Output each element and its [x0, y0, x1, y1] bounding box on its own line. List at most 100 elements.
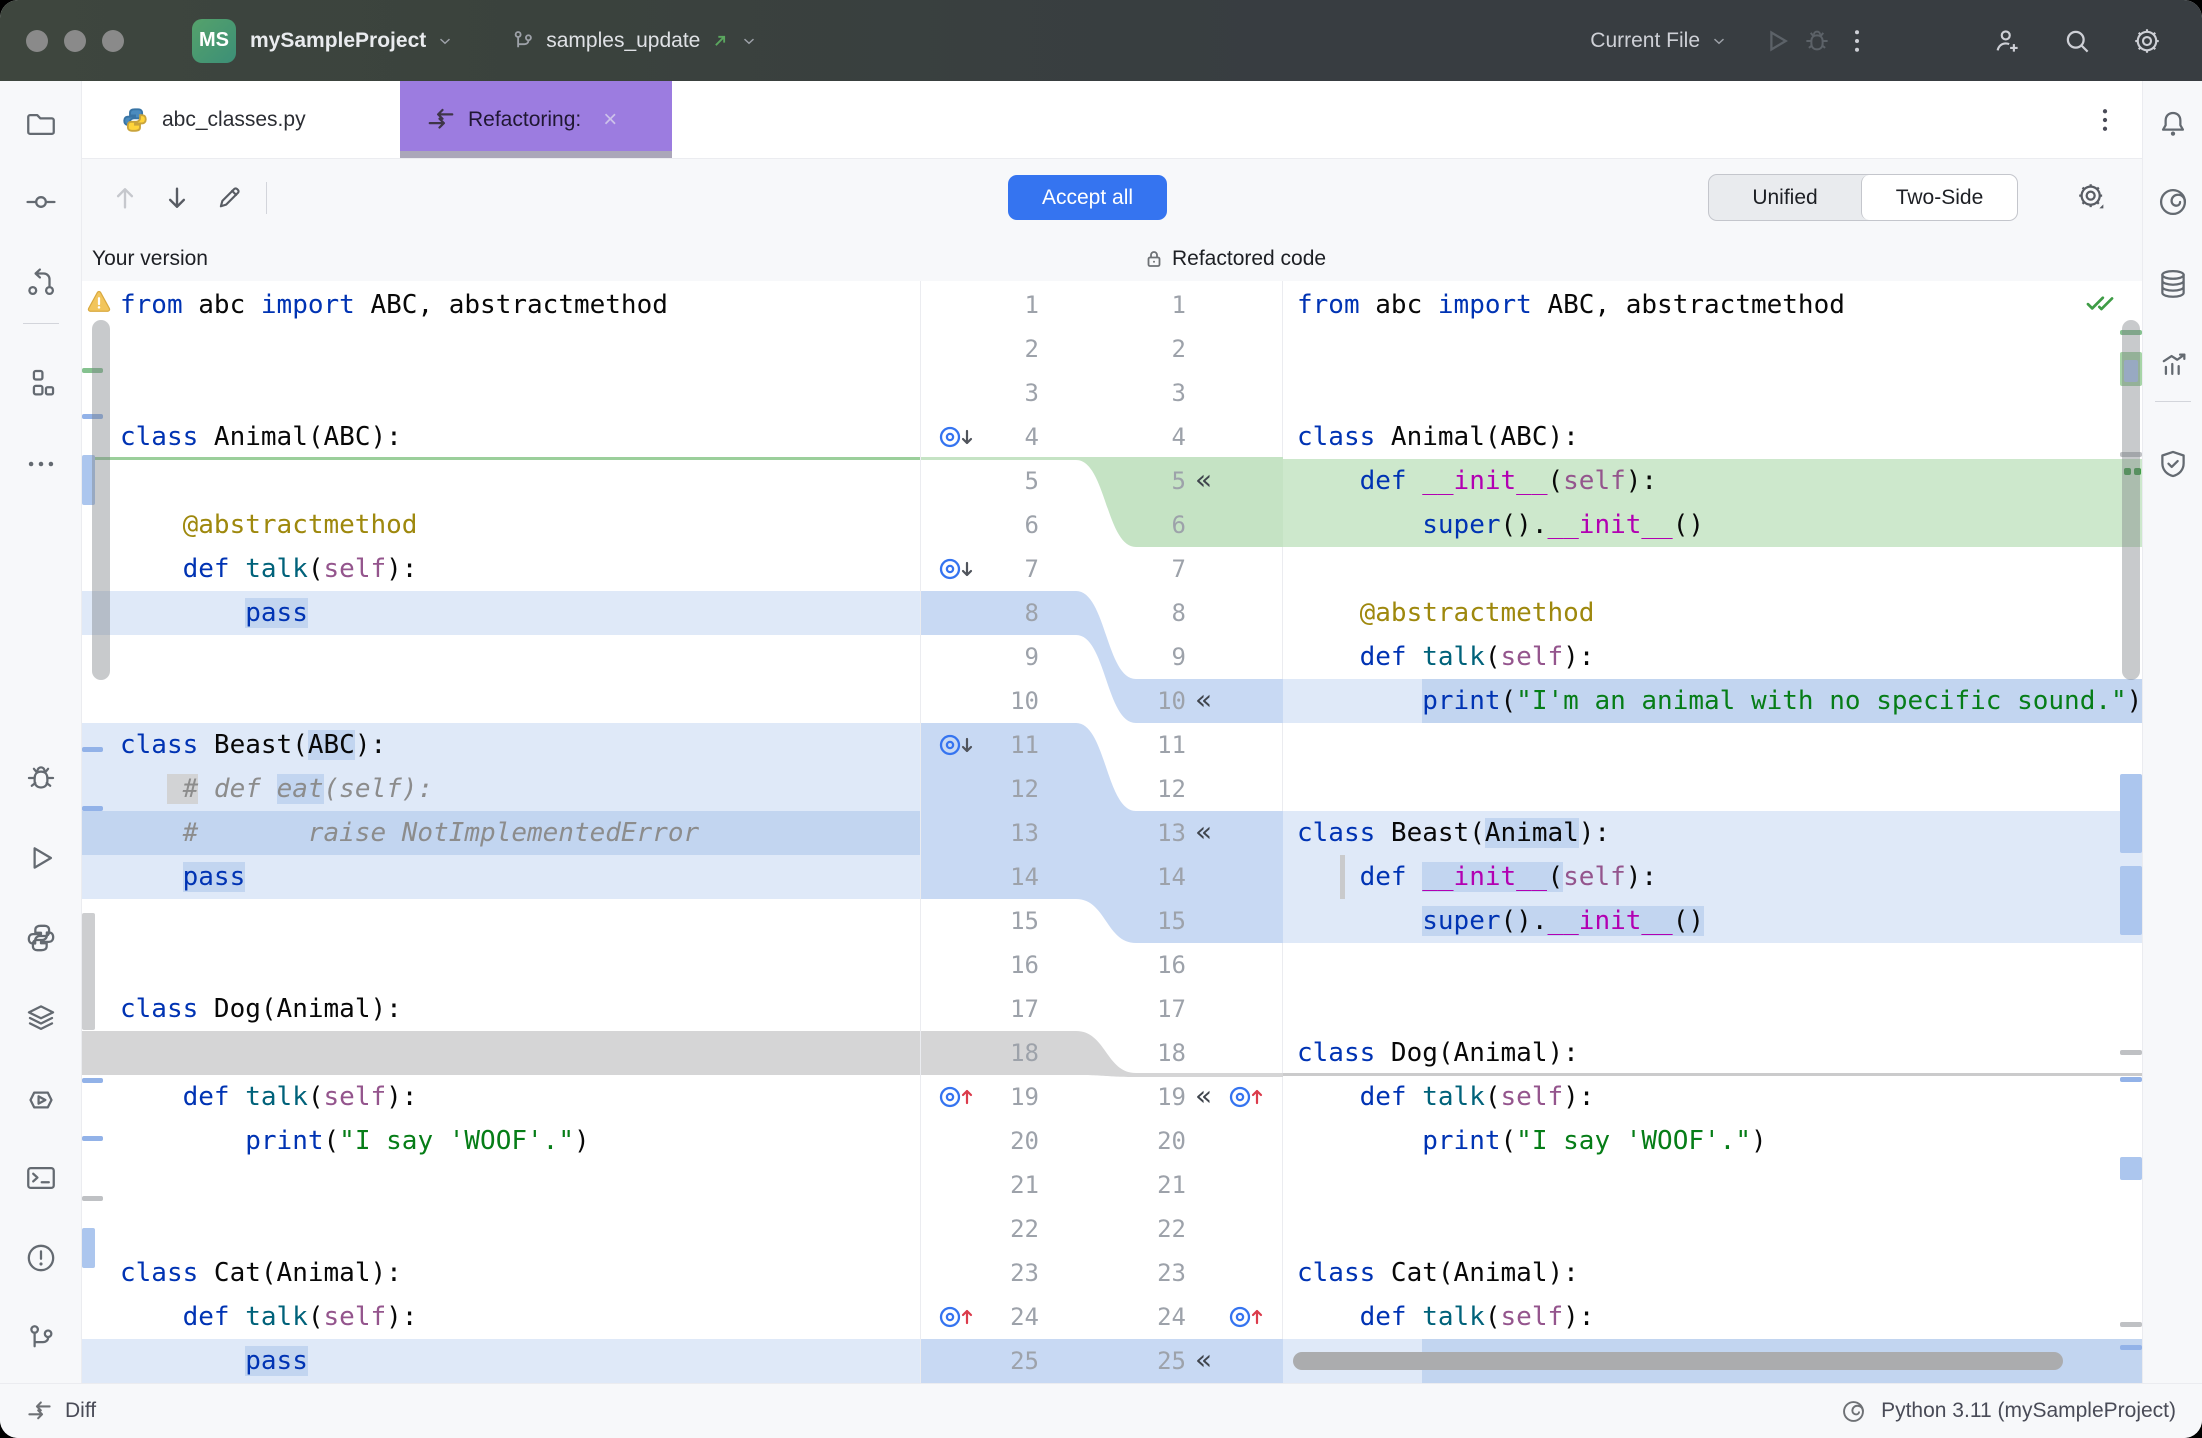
refactor-target-up-icon[interactable] — [1227, 1082, 1265, 1112]
change-marker[interactable] — [2120, 1322, 2142, 1327]
database-icon[interactable] — [2156, 267, 2190, 301]
interpreter-label[interactable]: Python 3.11 (mySampleProject) — [1881, 1399, 2176, 1422]
shield-check-icon[interactable] — [2156, 447, 2190, 481]
code-line-8: pass — [82, 591, 920, 635]
change-marker[interactable] — [82, 913, 95, 1030]
edit-icon[interactable] — [214, 183, 244, 213]
change-marker[interactable] — [2120, 1345, 2142, 1350]
diff-settings-gear-icon[interactable] — [2076, 181, 2108, 213]
refactor-target-up-icon[interactable] — [937, 1082, 975, 1112]
git-branch-icon — [514, 30, 533, 47]
change-marker[interactable] — [82, 1196, 103, 1201]
refactor-target-down-icon[interactable] — [937, 422, 975, 452]
search-icon[interactable] — [2062, 26, 2092, 56]
right-editor[interactable]: def talk(self):class Cat(Animal): print(… — [1283, 281, 2142, 1383]
change-marker[interactable] — [2124, 360, 2138, 382]
change-marker[interactable] — [2120, 774, 2142, 853]
change-marker[interactable] — [2134, 468, 2141, 475]
status-mode-label: Diff — [65, 1399, 97, 1422]
add-user-icon[interactable] — [1992, 26, 2022, 56]
bug-icon[interactable] — [24, 761, 58, 795]
refactor-target-down-icon[interactable] — [937, 554, 975, 584]
apply-to-left-icon[interactable]: « — [1195, 463, 1212, 496]
line-number-right: 2 — [1171, 335, 1186, 363]
git-branch-icon[interactable] — [24, 1321, 58, 1355]
terminal-icon[interactable] — [24, 1161, 58, 1195]
layers-icon[interactable] — [24, 1001, 58, 1035]
view-two-side-button[interactable]: Two-Side — [1861, 175, 2017, 220]
traffic-light-close[interactable] — [26, 29, 48, 52]
vcs-widget[interactable]: samples_update — [510, 28, 758, 54]
previous-change-icon[interactable] — [110, 183, 140, 213]
more-icon[interactable] — [24, 447, 58, 481]
project-widget[interactable]: mySampleProject — [250, 29, 454, 53]
insertion-anchor-line — [82, 457, 920, 460]
tab-options-icon[interactable] — [2090, 105, 2120, 135]
change-marker[interactable] — [82, 368, 103, 373]
ai-swirl-icon[interactable] — [1840, 1398, 1867, 1425]
change-marker[interactable] — [2120, 866, 2142, 935]
view-unified-button[interactable]: Unified — [1752, 185, 1818, 209]
more-options-icon[interactable] — [1842, 26, 1872, 56]
change-marker[interactable] — [2124, 468, 2131, 475]
refactor-target-down-icon[interactable] — [937, 730, 975, 760]
change-marker[interactable] — [2120, 1157, 2142, 1180]
apply-to-left-icon[interactable]: « — [1195, 815, 1212, 848]
apply-to-left-icon[interactable]: « — [1195, 1343, 1212, 1376]
ai-swirl-icon[interactable] — [2156, 185, 2190, 219]
line-number-left: 23 — [1010, 1259, 1039, 1287]
tab-abc-classes[interactable]: abc_classes.py — [108, 81, 400, 158]
line-number-left: 5 — [1024, 467, 1039, 495]
left-scrollbar[interactable] — [92, 320, 110, 680]
diff-band-added — [921, 457, 1284, 547]
update-icon[interactable] — [24, 265, 58, 299]
run-widget[interactable]: Current File — [1590, 29, 1728, 53]
debug-icon[interactable] — [1802, 26, 1832, 56]
tab-refactoring[interactable]: Refactoring: × — [400, 81, 672, 158]
python-icon[interactable] — [24, 921, 58, 955]
refactor-target-up-icon[interactable] — [937, 1302, 975, 1332]
run-icon[interactable] — [1762, 26, 1792, 56]
code-line-25: pass — [82, 1339, 920, 1383]
change-marker[interactable] — [2120, 330, 2142, 335]
change-marker[interactable] — [82, 1136, 103, 1141]
line-number-right: 22 — [1157, 1215, 1186, 1243]
apply-to-left-icon[interactable]: « — [1195, 683, 1212, 716]
diff-toolbar: Accept all Unified Two-Side — [82, 159, 2142, 236]
traffic-light-minimize[interactable] — [64, 29, 86, 52]
play-icon[interactable] — [24, 841, 58, 875]
settings-gear-icon[interactable] — [2132, 26, 2162, 56]
accept-all-button[interactable]: Accept all — [1008, 175, 1168, 220]
python-console-icon[interactable] — [24, 1083, 58, 1117]
refactor-target-up-icon[interactable] — [1227, 1302, 1265, 1332]
line-number-right: 10 — [1157, 687, 1186, 715]
left-editor[interactable]: pass def talk(self):class Cat(Animal): p… — [82, 281, 920, 1383]
change-marker[interactable] — [82, 1228, 95, 1268]
apply-to-left-icon[interactable]: « — [1195, 1079, 1212, 1112]
bell-icon[interactable] — [2156, 107, 2190, 141]
close-icon[interactable]: × — [603, 105, 618, 133]
structure-icon[interactable] — [24, 366, 58, 400]
change-marker[interactable] — [82, 806, 103, 811]
change-marker[interactable] — [2120, 452, 2142, 457]
change-marker[interactable] — [82, 1078, 103, 1083]
traffic-light-zoom[interactable] — [102, 29, 124, 52]
change-marker[interactable] — [82, 455, 95, 505]
chart-icon[interactable] — [2156, 347, 2190, 381]
folder-icon[interactable] — [24, 107, 58, 141]
right-scrollbar[interactable] — [2122, 320, 2140, 680]
change-marker[interactable] — [2120, 1077, 2142, 1082]
project-badge[interactable]: MS — [192, 18, 236, 63]
commit-icon[interactable] — [24, 185, 58, 219]
horizontal-scrollbar[interactable] — [1293, 1352, 2063, 1370]
code-line-24: def talk(self): — [1359, 1302, 1595, 1332]
change-marker[interactable] — [82, 747, 103, 752]
problems-icon[interactable] — [24, 1241, 58, 1275]
change-marker[interactable] — [2120, 1050, 2142, 1055]
change-marker[interactable] — [82, 414, 103, 419]
next-change-icon[interactable] — [162, 183, 192, 213]
code-line-1: from abc import ABC, abstractmethod — [1297, 290, 1845, 320]
